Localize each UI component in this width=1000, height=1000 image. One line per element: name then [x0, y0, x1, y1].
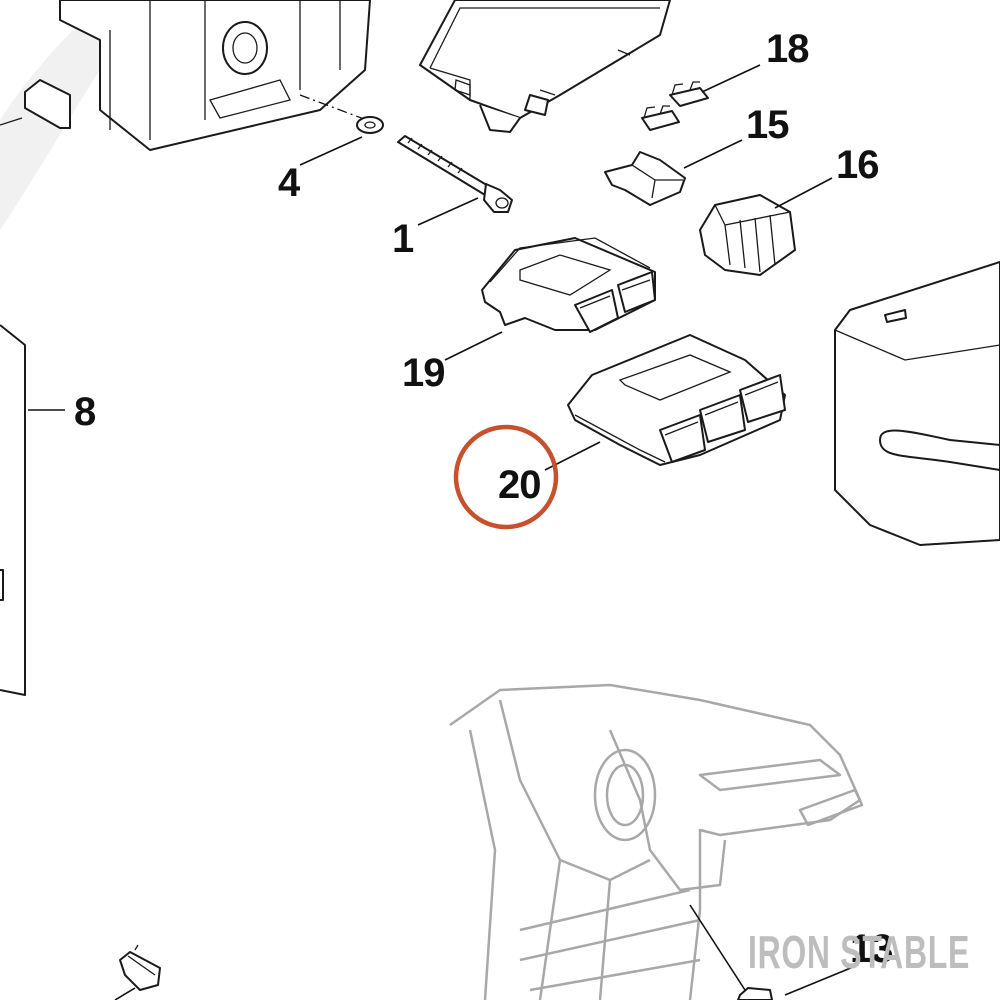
callout-19: 19	[402, 351, 445, 395]
callout-20: 20	[498, 463, 541, 507]
top-module	[419, 0, 671, 133]
watermark-text: IRON STABLE	[748, 926, 970, 978]
callout-16: 16	[836, 143, 879, 187]
leader-13b	[689, 904, 746, 991]
callout-15: 15	[746, 103, 789, 147]
leader-13	[784, 964, 859, 996]
leader-18	[701, 64, 761, 93]
right-cover	[834, 261, 1000, 546]
relay	[699, 194, 796, 276]
mini-fuses	[641, 81, 709, 131]
bolt	[397, 135, 513, 213]
highlight-circle	[453, 424, 559, 530]
alignment-line	[299, 94, 381, 126]
upper-housing	[0, 0, 371, 151]
washer	[356, 116, 384, 134]
leader-bottom-left	[114, 987, 136, 1000]
leader-4	[299, 136, 363, 166]
callout-13: 13	[850, 927, 893, 971]
ghost-frame	[449, 683, 864, 1000]
control-module-20	[567, 334, 786, 466]
clip-part	[737, 987, 773, 1000]
leader-1	[417, 197, 479, 226]
leader-15	[683, 139, 743, 169]
background-swoosh	[0, 0, 150, 230]
callout-8: 8	[74, 390, 96, 434]
callout-4: 4	[278, 161, 301, 205]
leader-19	[444, 331, 503, 361]
left-bracket	[0, 324, 26, 696]
control-module-19	[481, 237, 656, 333]
callout-1: 1	[392, 217, 414, 261]
maxi-fuse	[604, 151, 686, 206]
callout-18: 18	[766, 27, 809, 71]
leader-16	[774, 177, 833, 209]
sensor-part	[119, 944, 161, 991]
